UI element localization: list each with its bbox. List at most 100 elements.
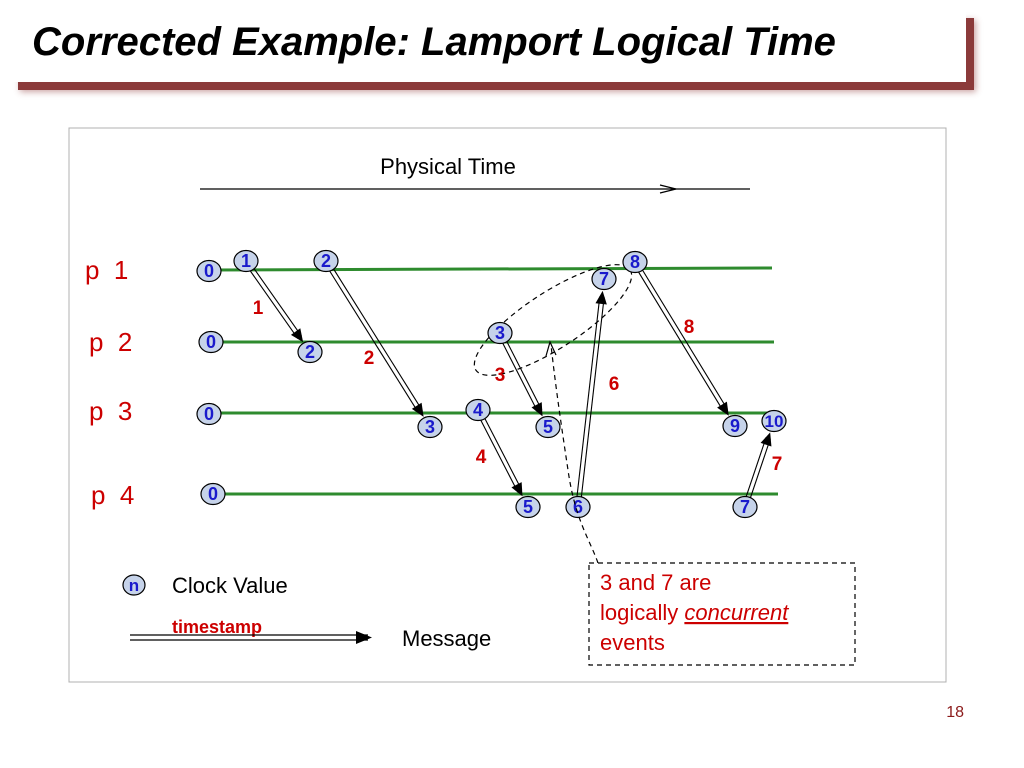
clock-p1e8-circle (622, 250, 648, 274)
clock-p1e8-value: 8 (630, 252, 640, 272)
clock-p3e10: 10 (761, 409, 787, 433)
message-4 (480, 417, 523, 497)
clock-p3e5-circle (535, 415, 561, 439)
message-4-line-a (480, 419, 519, 493)
process-label-p2: p 2 (89, 327, 132, 357)
clock-p3-initial-value: 0 (204, 404, 214, 424)
message-2-arrowhead (411, 402, 424, 417)
clock-p2e3: 3 (487, 321, 513, 345)
clock-p4e5-value: 5 (523, 497, 533, 517)
message-5 (576, 290, 607, 498)
message-5-line-a (580, 297, 605, 498)
page-number: 18 (946, 704, 964, 721)
messages (249, 267, 772, 499)
legend-timestamp-label: timestamp (172, 617, 262, 637)
clock-p2-initial-value: 0 (206, 332, 216, 352)
legend-message-label: Message (402, 626, 491, 651)
message-2 (328, 268, 424, 417)
timestamp-7: 7 (772, 454, 783, 475)
page-title: Corrected Example: Lamport Logical Time (32, 20, 836, 64)
process-label-p3: p 3 (89, 396, 132, 426)
physical-time-label: Physical Time (380, 154, 516, 179)
clock-p3e3-circle (417, 415, 443, 439)
message-3 (502, 340, 543, 417)
clock-p4-initial-circle (200, 482, 226, 506)
note-line-3: events (600, 630, 665, 655)
timestamp-3: 3 (495, 365, 506, 386)
clock-p3e4-circle (465, 398, 491, 422)
clock-p4e7-circle (732, 495, 758, 519)
clock-p2e2-circle (297, 340, 323, 364)
clock-p4e5-circle (515, 495, 541, 519)
message-7 (745, 432, 772, 499)
process-lines (209, 266, 778, 496)
clock-p1-initial: 0 (196, 259, 222, 283)
process-label-p1: p 1 (85, 255, 128, 285)
title-bar: Corrected Example: Lamport Logical Time (10, 10, 966, 82)
clock-p3e9: 9 (722, 414, 748, 438)
clock-p1e1-value: 1 (241, 251, 251, 271)
process-labels: p 1 p 2 p 3 p 4 (85, 255, 134, 510)
legend-message-arrowhead (356, 631, 372, 644)
clock-p3-initial-circle (196, 402, 222, 426)
message-4-line-b (484, 417, 523, 491)
clock-p4e7-value: 7 (740, 497, 750, 517)
message-3-line-a (502, 342, 539, 413)
timestamp-4: 4 (476, 447, 487, 468)
legend-clock-symbol (122, 574, 146, 596)
clock-p4e7: 7 (732, 495, 758, 519)
process-label-p4: p 4 (91, 480, 134, 510)
timestamp-6: 8 (684, 317, 695, 338)
clock-p2-initial-circle (198, 330, 224, 354)
message-1-line-b (253, 267, 302, 337)
clock-p3e3-value: 3 (425, 417, 435, 437)
timestamp-1: 1 (253, 298, 264, 319)
clock-p4-initial: 0 (200, 482, 226, 506)
clock-p4-initial-value: 0 (208, 484, 218, 504)
message-5-arrowhead (595, 290, 607, 305)
clock-p3e9-value: 9 (730, 416, 740, 436)
note-line-2: logically concurrent (600, 600, 789, 625)
message-3-line-b (506, 340, 543, 411)
message-6-line-a (637, 271, 725, 413)
note-line-2-emphasis: concurrent (684, 600, 789, 625)
clock-p4e6: 6 (565, 495, 591, 519)
timestamp-5: 6 (609, 374, 620, 395)
clock-p3e5: 5 (535, 415, 561, 439)
legend-clock-label: Clock Value (172, 573, 288, 598)
clock-p3e10-circle (761, 409, 787, 433)
message-6-line-b (641, 269, 728, 410)
message-6 (637, 269, 729, 416)
clock-p1e7-value: 7 (599, 269, 609, 289)
clock-p1e2-value: 2 (321, 251, 331, 271)
clock-p4e5: 5 (515, 495, 541, 519)
clock-p2-initial: 0 (198, 330, 224, 354)
clock-p3e5-value: 5 (543, 417, 553, 437)
clock-p2e3-value: 3 (495, 323, 505, 343)
clock-p2e2: 2 (297, 340, 323, 364)
clock-p2e3-circle (487, 321, 513, 345)
message-7-line-b (745, 437, 767, 497)
physical-time-arrowhead (659, 184, 677, 194)
clock-p1e2: 2 (313, 249, 339, 273)
note-pointer-arrowhead (545, 340, 557, 357)
message-5-line-b (576, 296, 601, 497)
note-box (588, 562, 856, 666)
message-1-arrowhead (290, 328, 304, 343)
note-line-2-prefix: logically (600, 600, 684, 625)
clock-p3e4: 4 (465, 398, 491, 422)
message-4-arrowhead (511, 482, 523, 497)
clock-p1e1: 1 (233, 249, 259, 273)
clock-p3e10-value: 10 (765, 412, 784, 431)
message-2-line-b (332, 268, 423, 411)
clock-p1e2-circle (313, 249, 339, 273)
message-2-line-a (328, 270, 420, 414)
message-1-line-a (249, 270, 299, 339)
clock-p3e3: 3 (417, 415, 443, 439)
clock-p1-initial-value: 0 (204, 261, 214, 281)
clock-p1e7: 7 (591, 267, 617, 291)
clock-p3-initial: 0 (196, 402, 222, 426)
